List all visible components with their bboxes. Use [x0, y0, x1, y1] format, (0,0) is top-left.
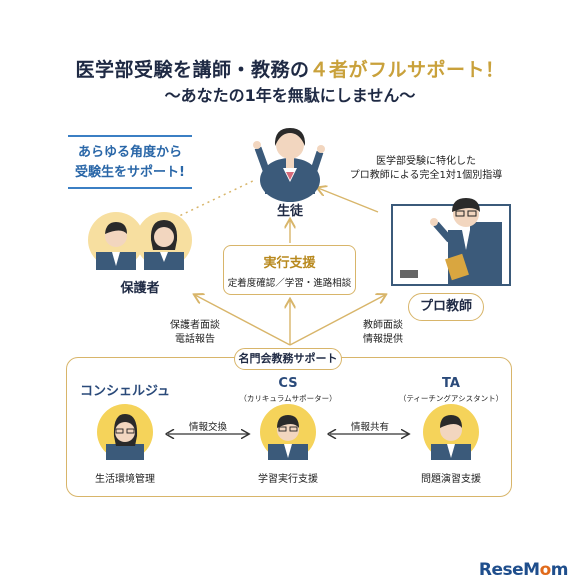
pro-desc-2: プロ教師による完全1対1個別指導: [349, 170, 503, 181]
page-subtitle: 〜あなたの1年を無駄にしません〜: [164, 86, 416, 105]
execution-support-box: 実行支援 定着度確認／学習・進路相談: [223, 245, 356, 295]
share-label: 情報共有: [350, 422, 389, 433]
pro-teacher-label: プロ教師: [408, 293, 484, 321]
edge-guardian-2: 電話報告: [175, 334, 215, 345]
cs-name: CS: [278, 376, 298, 391]
edge-guardian-1: 保護者面談: [170, 320, 220, 331]
title-highlight: ４者がフルサポート！: [309, 59, 505, 81]
execution-title: 実行支援: [263, 256, 316, 271]
exchange-label: 情報交換: [188, 422, 227, 433]
team-label: 名門会教務サポート: [234, 348, 342, 370]
cs-avatar: [260, 404, 316, 460]
concierge-avatar: [97, 404, 153, 460]
execution-detail: 定着度確認／学習・進路相談: [227, 278, 352, 289]
ta-role: 問題演習支援: [421, 474, 481, 485]
concierge-name: コンシェルジュ: [79, 384, 171, 399]
student-figure: [253, 128, 325, 202]
resemom-logo: ReseMom: [478, 560, 569, 580]
ta-sub: （ティーチングアシスタント）: [398, 394, 504, 403]
cs-sub: （カリキュラムサポーター）: [239, 394, 337, 403]
pro-teacher-figure: [391, 198, 511, 286]
hub-arrows: [195, 188, 385, 346]
cs-role: 学習実行支援: [258, 474, 318, 485]
ta-name: TA: [442, 376, 460, 391]
guardian-label: 保護者: [120, 281, 160, 296]
guardian-figures: [88, 212, 192, 270]
concierge-role: 生活環境管理: [95, 474, 155, 485]
pro-desc-1: 医学部受験に特化した: [376, 156, 476, 167]
callout-line-1: あらゆる角度から: [77, 145, 182, 160]
ta-avatar: [423, 404, 479, 460]
page-title: 医学部受験を講師・教務の４者がフルサポート！: [75, 59, 505, 81]
student-label: 生徒: [276, 204, 303, 219]
callout-line-2: 受験生をサポート!: [75, 165, 185, 180]
callout-box: あらゆる角度から 受験生をサポート!: [68, 135, 192, 189]
edge-teacher-1: 教師面談: [363, 320, 403, 331]
edge-teacher-2: 情報提供: [363, 334, 403, 345]
dotted-link: [174, 179, 256, 219]
